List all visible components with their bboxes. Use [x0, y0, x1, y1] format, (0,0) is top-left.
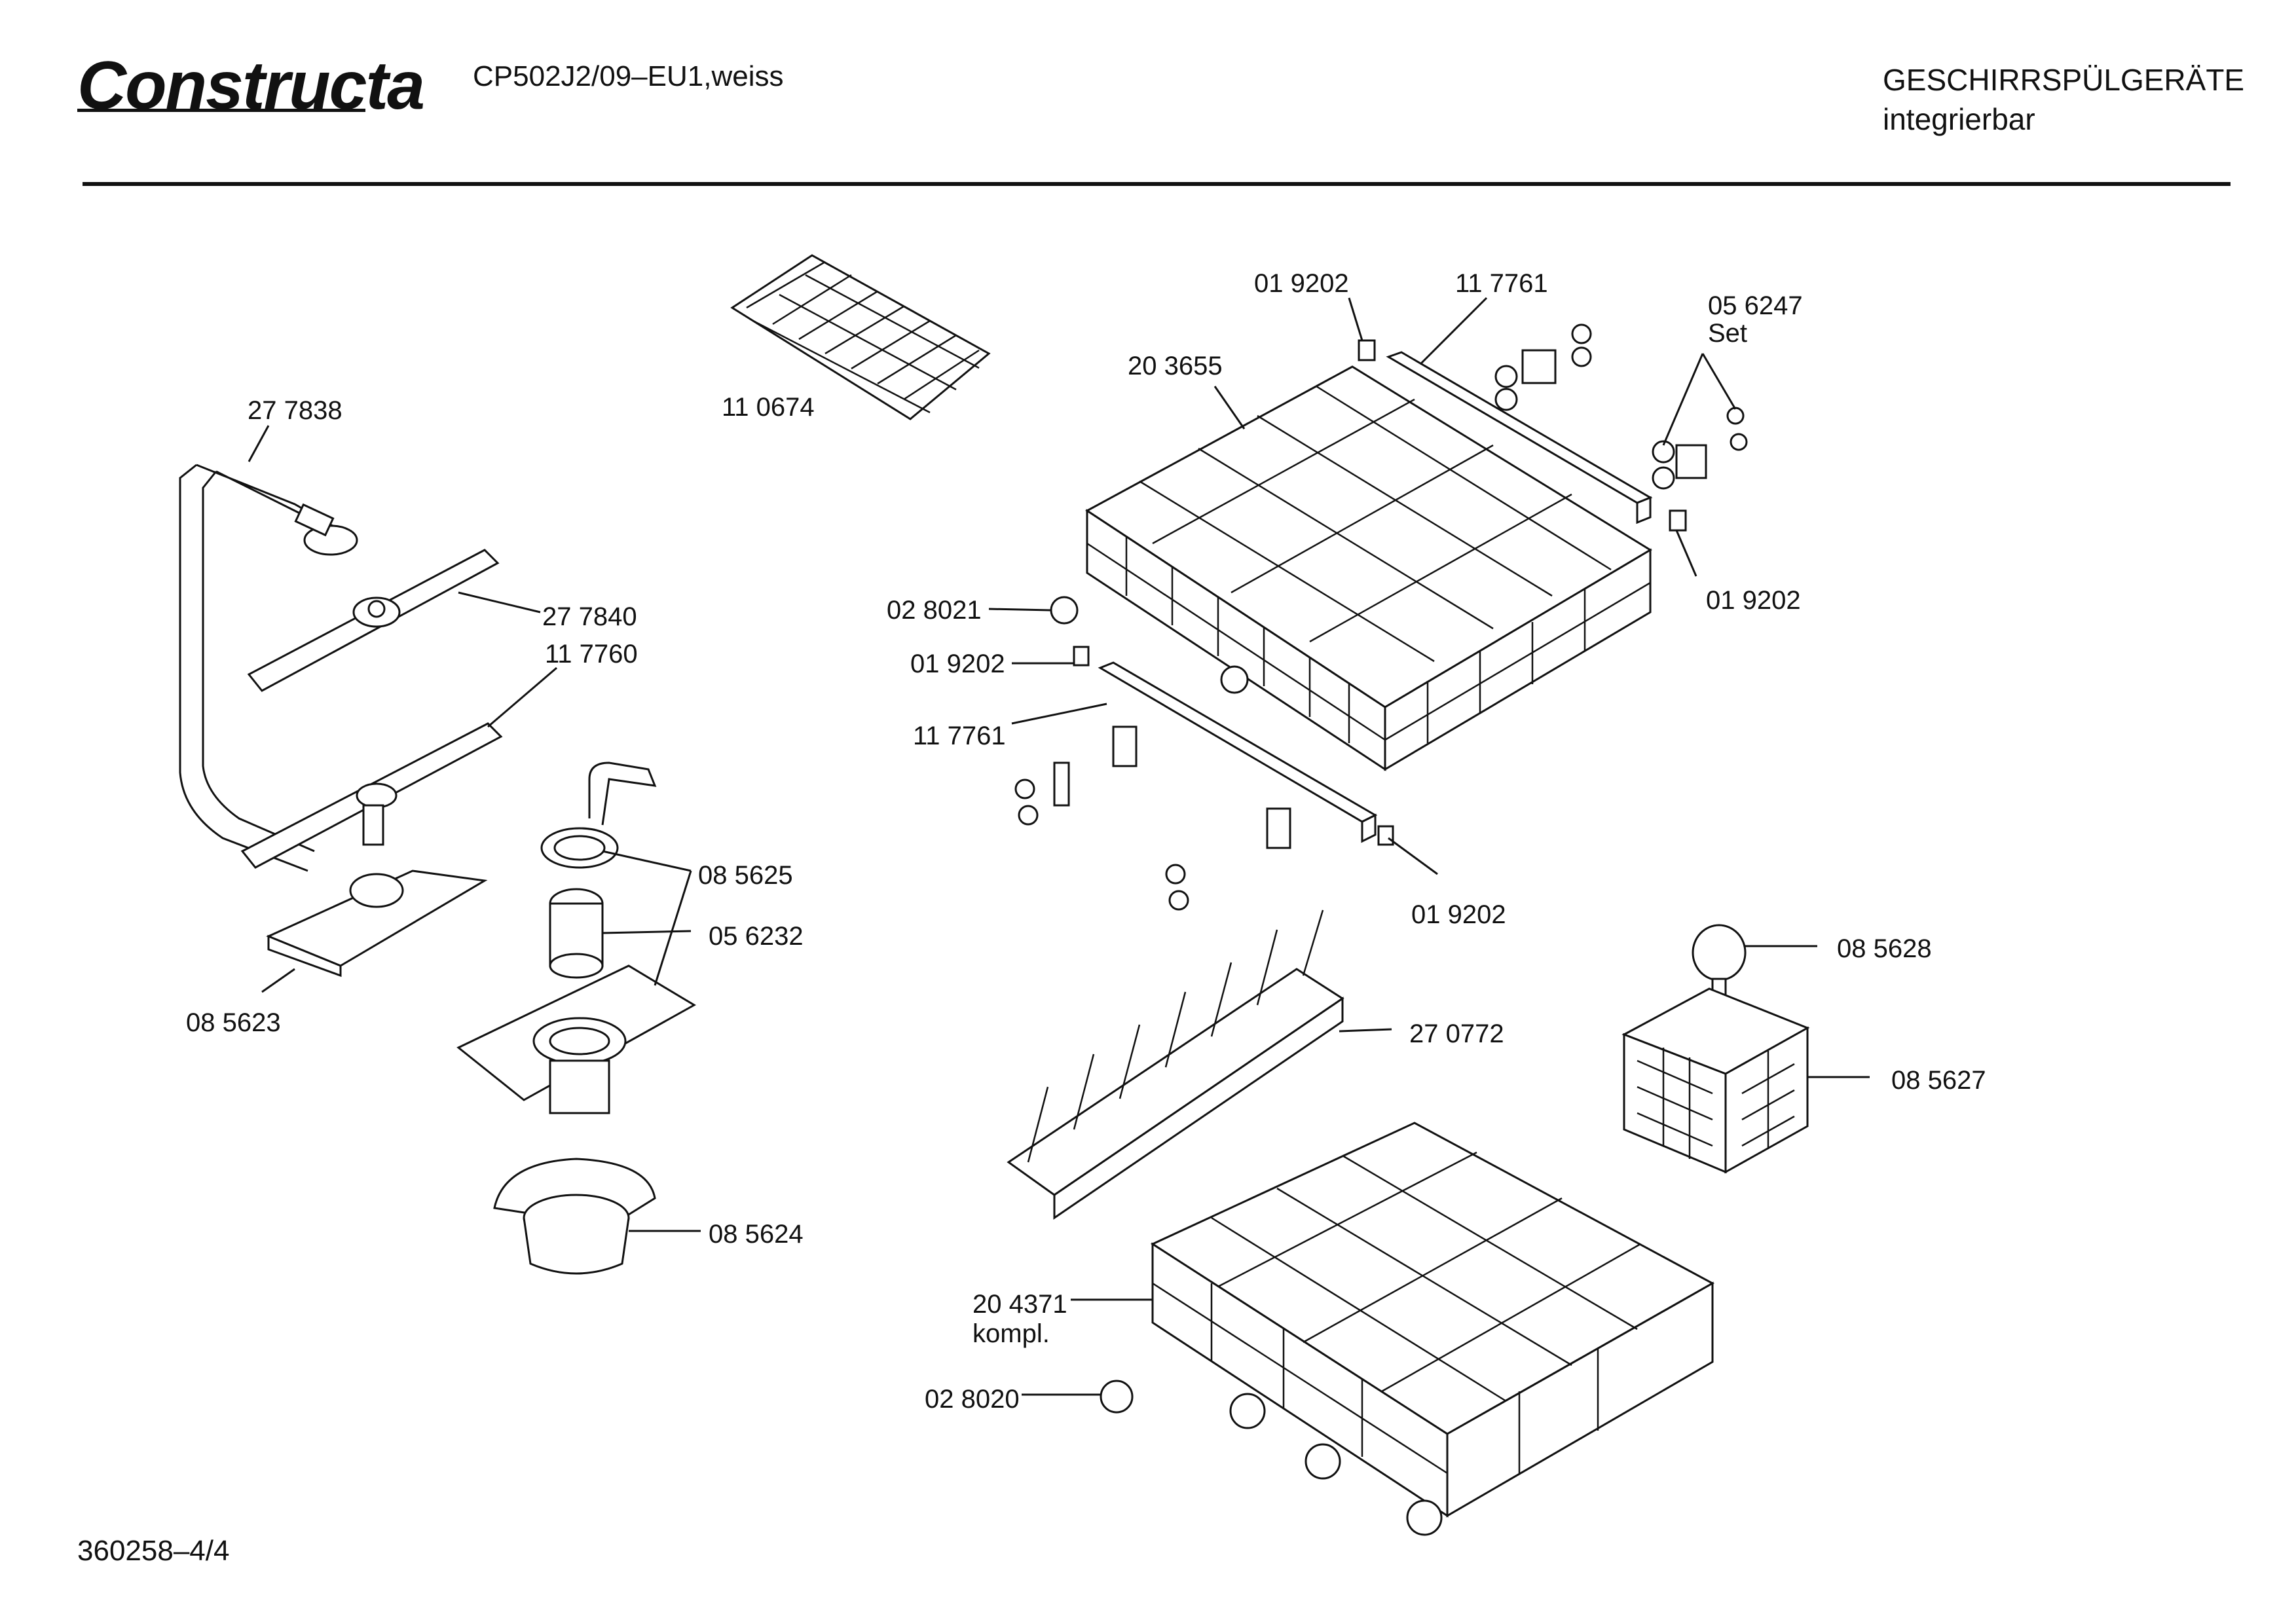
document-number: 360258–4/4: [77, 1535, 230, 1567]
label-27-7840: 27 7840: [542, 602, 637, 631]
label-05-6247: 05 6247: [1708, 291, 1803, 320]
lower-rail-part: [1098, 661, 1378, 843]
label-08-5625: 08 5625: [698, 861, 793, 890]
label-08-5624: 08 5624: [709, 1220, 804, 1249]
coarse-filter-part: [493, 1158, 656, 1275]
label-02-8021: 02 8021: [887, 596, 982, 625]
label-20-4371: 20 4371: [972, 1290, 1067, 1319]
upper-basket-part: [1085, 365, 1652, 771]
fine-filter-plate-part: [266, 870, 488, 978]
part-labels: 27 7838 11 0674 01 9202 11 7761 05 6247 …: [186, 269, 1986, 1414]
filter-tube-part: [540, 761, 657, 979]
label-02-8020: 02 8020: [925, 1385, 1020, 1414]
model-number: CP502J2/09–EU1,weiss: [473, 60, 784, 92]
label-27-7838: 27 7838: [248, 396, 343, 425]
brand-underline: [77, 109, 365, 112]
label-08-5628: 08 5628: [1837, 934, 1932, 963]
cutlery-tray-part: [730, 254, 991, 420]
label-11-7761-bottom: 11 7761: [913, 722, 1006, 750]
roller-set-parts: [1014, 323, 1748, 911]
label-20-3655: 20 3655: [1128, 352, 1223, 380]
upper-rail-part: [1386, 351, 1653, 524]
label-01-9202-left: 01 9202: [910, 650, 1005, 678]
plate-insert-part: [1007, 909, 1344, 1220]
label-kompl: kompl.: [972, 1319, 1050, 1348]
flat-filter-part: [456, 964, 696, 1114]
supply-pipe-part: [179, 464, 358, 872]
category-title: GESCHIRRSPÜLGERÄTE: [1883, 63, 2245, 97]
upper-spray-arm-part: [247, 549, 500, 692]
lower-basket-part: [1100, 1122, 1715, 1536]
label-05-6232: 05 6232: [709, 922, 804, 951]
label-01-9202-top: 01 9202: [1254, 269, 1349, 298]
label-01-9202-right: 01 9202: [1706, 586, 1801, 615]
label-01-9202-bottom: 01 9202: [1411, 900, 1506, 929]
label-11-7760: 11 7760: [545, 640, 638, 669]
leader-lines: [248, 297, 1870, 1396]
label-set: Set: [1708, 319, 1747, 348]
end-cap-parts: [1073, 339, 1687, 846]
label-08-5627: 08 5627: [1891, 1066, 1986, 1095]
cutlery-basket-part: [1621, 924, 1810, 1174]
category-block: GESCHIRRSPÜLGERÄTE integrierbar: [1883, 60, 2244, 139]
label-08-5623: 08 5623: [186, 1008, 281, 1037]
category-subtitle: integrierbar: [1883, 102, 2035, 136]
label-11-7761-top: 11 7761: [1455, 269, 1548, 298]
header-rule: [83, 182, 2231, 186]
label-27-0772: 27 0772: [1409, 1019, 1504, 1048]
lower-spray-arm-part: [240, 722, 503, 869]
label-11-0674: 11 0674: [722, 393, 815, 422]
